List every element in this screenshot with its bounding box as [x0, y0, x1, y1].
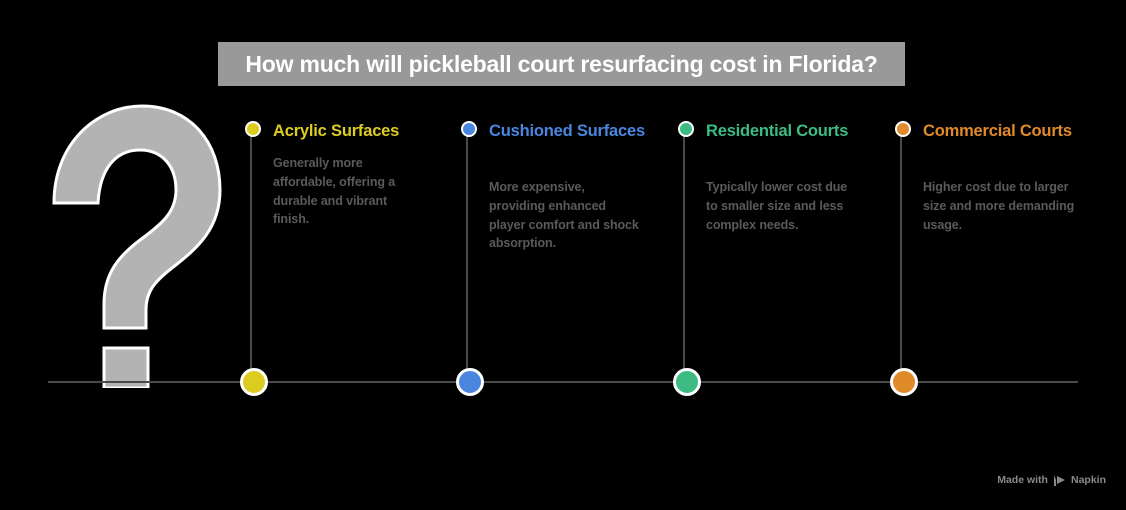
timeline-axis-dot[interactable]	[456, 368, 484, 396]
question-mark-icon	[42, 98, 222, 390]
timeline-item-heading: Cushioned Surfaces	[489, 122, 645, 140]
watermark: Made with Napkin	[997, 474, 1106, 486]
timeline-axis-dot[interactable]	[673, 368, 701, 396]
napkin-logo-icon	[1053, 474, 1066, 486]
timeline-item-heading: Residential Courts	[706, 122, 849, 140]
timeline-axis-dot[interactable]	[240, 368, 268, 396]
timeline-item-description: Typically lower cost due to smaller size…	[706, 180, 848, 232]
timeline-marker-dot[interactable]	[245, 121, 261, 137]
timeline-marker-dot[interactable]	[678, 121, 694, 137]
timeline-axis-dot[interactable]	[890, 368, 918, 396]
watermark-prefix: Made with	[997, 474, 1048, 486]
timeline-marker-dot[interactable]	[461, 121, 477, 137]
timeline-connector-line	[683, 130, 685, 382]
timeline-connector-line	[900, 130, 902, 382]
timeline-item-heading: Acrylic Surfaces	[273, 122, 400, 140]
timeline-item-heading: Commercial Courts	[923, 122, 1072, 140]
timeline-connector-line	[250, 130, 252, 382]
timeline-axis	[48, 381, 1078, 383]
page-title: How much will pickleball court resurfaci…	[245, 50, 878, 77]
timeline-item-description: Higher cost due to larger size and more …	[923, 180, 1075, 232]
timeline-item-description: More expensive, providing enhanced playe…	[489, 180, 639, 251]
title-banner: How much will pickleball court resurfaci…	[218, 42, 905, 86]
timeline-connector-line	[466, 130, 468, 382]
timeline-item-description: Generally more affordable, offering a du…	[273, 156, 396, 227]
timeline-marker-dot[interactable]	[895, 121, 911, 137]
watermark-brand: Napkin	[1070, 474, 1106, 486]
